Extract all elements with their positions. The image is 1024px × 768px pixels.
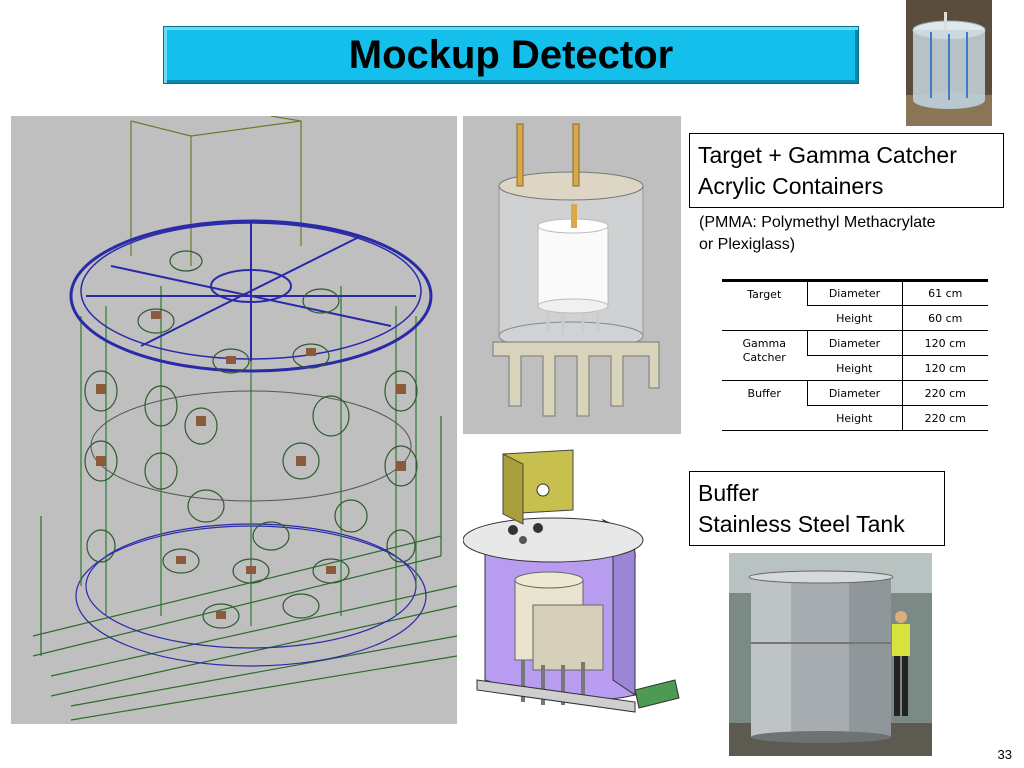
pmma-note-line1: (PMMA: Polymethyl Methacrylate: [699, 214, 936, 231]
page-number: 33: [997, 747, 1012, 762]
steel-tank-photo: [729, 553, 932, 756]
acrylic-render: [463, 116, 681, 434]
title-bar: Mockup Detector: [163, 26, 859, 84]
table-cell-value: 120 cm: [901, 330, 988, 356]
pmma-note-line2: or Plexiglass): [699, 236, 796, 253]
acrylic-photo: [906, 0, 992, 126]
table-cell-group: Target: [722, 279, 807, 331]
table-row: Height 60 cm: [722, 305, 988, 331]
table-cell-group: Buffer: [722, 380, 807, 431]
target-box-line1: Target + Gamma Catcher: [698, 142, 957, 168]
table-cell-param: Height: [807, 355, 902, 381]
slide-title: Mockup Detector: [348, 32, 674, 77]
table-row: Buffer Diameter 220 cm: [722, 380, 988, 431]
table-cell-value: 220 cm: [901, 405, 988, 431]
table-cell-param: Height: [807, 405, 902, 431]
table-cell-param: Diameter: [806, 279, 902, 306]
table-cell-value: 220 cm: [901, 380, 988, 406]
table-cell-value: 120 cm: [901, 355, 988, 381]
table-cell-value: 61 cm: [901, 279, 988, 306]
table-row: Target Diameter 61 cm: [722, 279, 988, 331]
specs-table: Target Diameter 61 cm Height 60 cm Gamma…: [722, 279, 988, 431]
target-box-line2: Acrylic Containers: [698, 173, 884, 199]
table-cell-param: Diameter: [806, 380, 902, 406]
buffer-box-line1: Buffer: [698, 480, 759, 506]
table-cell-param: Diameter: [806, 330, 902, 356]
table-cell-param: Height: [807, 305, 902, 331]
specs-table-wrapper: Target Diameter 61 cm Height 60 cm Gamma…: [722, 279, 988, 431]
target-gamma-catcher-label: Target + Gamma Catcher Acrylic Container…: [689, 133, 1004, 208]
buffer-render: [463, 440, 681, 730]
wireframe-drawing: [11, 116, 457, 724]
table-cell-group: Gamma Catcher: [722, 330, 807, 381]
table-row: Gamma Catcher Diameter 120 cm: [722, 330, 988, 381]
buffer-box-line2: Stainless Steel Tank: [698, 511, 905, 537]
buffer-label: Buffer Stainless Steel Tank: [689, 471, 945, 546]
table-cell-value: 60 cm: [901, 305, 988, 331]
table-row: Height 120 cm: [722, 355, 988, 381]
pmma-note: (PMMA: Polymethyl Methacrylate or Plexig…: [699, 212, 1019, 256]
table-row: Height 220 cm: [722, 405, 988, 431]
